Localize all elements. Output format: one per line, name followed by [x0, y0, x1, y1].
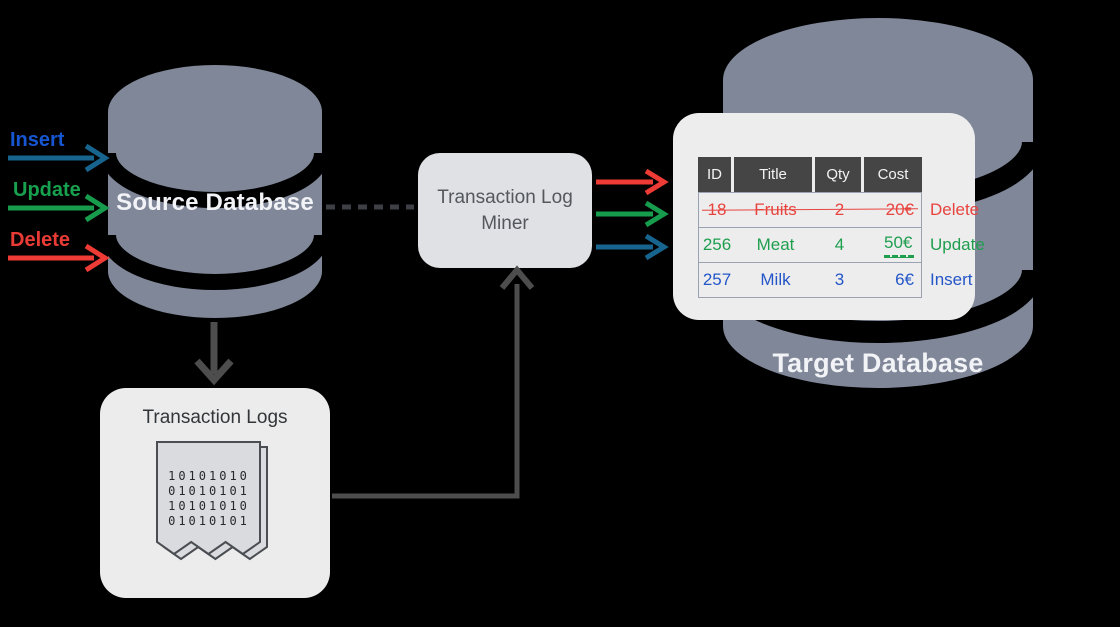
cell-cost: 20€ [885, 200, 914, 219]
column-header-qty: Qty [815, 157, 861, 192]
change-table-card: ID Title Qty Cost 18 Fruits 2 20€ 256 Me… [673, 113, 985, 320]
source-database: Source Database [100, 65, 330, 318]
cell-title: Fruits [754, 200, 797, 219]
table-body: 18 Fruits 2 20€ 256 Meat 4 50€ 257 Milk … [698, 192, 922, 298]
cell-title: Milk [760, 270, 791, 289]
row-update-label: Update [930, 234, 985, 254]
cell-id: 256 [702, 235, 732, 254]
row-operation-labels: Delete Update Insert [930, 192, 985, 297]
miner-insert-arrow [596, 233, 669, 261]
update-label: Update [13, 179, 81, 201]
miner-update-arrow [596, 200, 669, 228]
table-row-deleted: 18 Fruits 2 20€ [699, 193, 921, 227]
table-header-row: ID Title Qty Cost [698, 157, 922, 192]
transaction-logs-box: Transaction Logs 10101010 01010101 10101… [100, 388, 330, 598]
cell-title: Meat [756, 235, 795, 254]
cell-cost: 6€ [895, 270, 914, 289]
source-to-logs-arrow [194, 322, 234, 386]
cell-id: 18 [707, 200, 727, 219]
cell-qty: 3 [834, 270, 845, 289]
database-cylinder-icon [100, 65, 330, 318]
row-delete-label: Delete [930, 199, 980, 219]
receipt-icon [156, 441, 268, 561]
updated-value: 50€ [884, 233, 914, 258]
binary-log-text: 10101010 01010101 10101010 01010101 [168, 469, 250, 528]
cell-id: 257 [702, 270, 732, 289]
log-file-icon: 10101010 01010101 10101010 01010101 [156, 441, 276, 569]
column-header-cost: Cost [864, 157, 922, 192]
transaction-logs-title: Transaction Logs [142, 407, 288, 428]
cell-qty: 4 [834, 235, 845, 254]
miner-delete-arrow [596, 168, 669, 196]
logs-to-miner-connector [332, 265, 535, 499]
column-header-id: ID [698, 157, 731, 192]
row-insert-label: Insert [930, 269, 973, 289]
table-row-updated: 256 Meat 4 50€ [699, 227, 921, 262]
column-header-title: Title [734, 157, 812, 192]
insert-label: Insert [10, 129, 65, 151]
source-database-label: Source Database [116, 189, 314, 216]
table-row-inserted: 257 Milk 3 6€ [699, 262, 921, 297]
cell-qty: 2 [834, 200, 845, 219]
transaction-log-miner-label: Transaction Log Miner [437, 187, 573, 234]
target-database-label: Target Database [772, 348, 984, 378]
transaction-log-miner-box: Transaction Log Miner [418, 153, 592, 268]
cell-cost: 50€ [863, 233, 921, 258]
delete-label: Delete [10, 229, 71, 251]
